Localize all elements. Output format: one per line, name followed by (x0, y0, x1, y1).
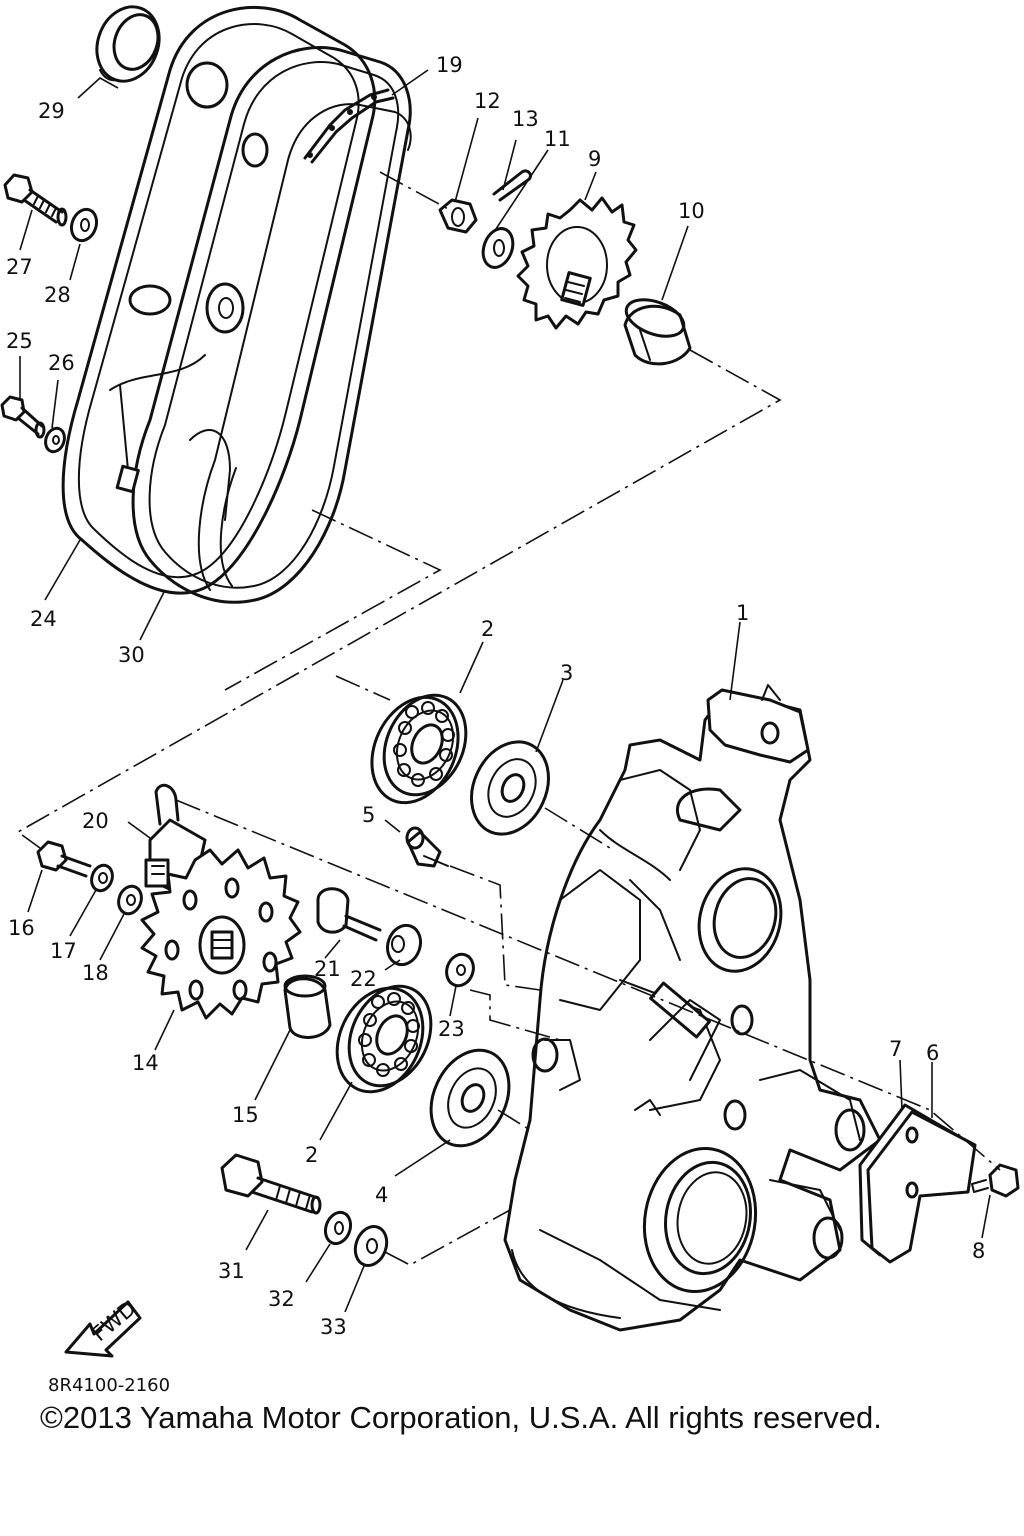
part-11-washer (481, 227, 515, 269)
part-17-lock-washer (90, 863, 114, 893)
callout-11: 11 (544, 127, 571, 151)
part-5-fitting (405, 826, 449, 868)
part-4-oil-seal (429, 1048, 511, 1148)
part-10-bushing (623, 298, 692, 366)
part-19-master-link (303, 88, 395, 164)
callout-29: 29 (38, 99, 65, 123)
callout-31: 31 (218, 1259, 245, 1283)
callout-21: 21 (314, 957, 341, 981)
part-31-bolt (220, 1153, 322, 1215)
part-3-oil-seal (470, 740, 550, 836)
leader-lines (19, 69, 991, 1313)
callout-8: 8 (972, 1239, 985, 1263)
assembly-lines (16, 171, 1001, 1266)
part-16-bolt (36, 840, 92, 878)
diagram-reference-code: 8R4100-2160 (48, 1375, 171, 1396)
callout-10: 10 (678, 199, 705, 223)
callout-16: 16 (8, 916, 35, 940)
callout-14: 14 (132, 1051, 159, 1075)
part-30-chaincase-cover (109, 46, 412, 604)
copyright-notice: ©2013 Yamaha Motor Corporation, U.S.A. A… (40, 1400, 882, 1435)
callout-20: 20 (82, 809, 109, 833)
part-22-collar (385, 923, 423, 967)
part-15-collar (283, 974, 332, 1039)
part-9-sprocket (516, 196, 638, 330)
callout-28: 28 (44, 283, 71, 307)
part-32-lock-washer (323, 1210, 353, 1246)
callout-30: 30 (118, 643, 145, 667)
callout-22: 22 (350, 967, 377, 991)
part-29-oil-seal (95, 5, 161, 83)
part-33-washer (353, 1225, 389, 1267)
callout-2-lower: 2 (305, 1143, 318, 1167)
callout-26: 26 (48, 351, 75, 375)
callout-19: 19 (436, 53, 463, 77)
callout-13: 13 (512, 107, 539, 131)
callout-18: 18 (82, 961, 109, 985)
callout-5: 5 (362, 803, 375, 827)
callout-33: 33 (320, 1315, 347, 1339)
callout-32: 32 (268, 1287, 295, 1311)
part-27-bolt (3, 173, 68, 227)
callout-24: 24 (30, 607, 57, 631)
part-23-washer (445, 952, 475, 988)
callout-12: 12 (474, 89, 501, 113)
callout-3: 3 (560, 661, 573, 685)
callout-6: 6 (926, 1041, 939, 1065)
part-26-washer (44, 426, 66, 454)
callout-17: 17 (50, 939, 77, 963)
part-24-cover-gasket (61, 6, 377, 595)
part-25-bolt (0, 395, 46, 439)
part-8-screw (971, 1163, 1020, 1198)
part-18-washer (117, 884, 143, 916)
callout-15: 15 (232, 1103, 259, 1127)
callout-4: 4 (375, 1183, 388, 1207)
callout-7: 7 (889, 1037, 902, 1061)
callout-27: 27 (6, 255, 33, 279)
part-2-bearing-lower (335, 984, 433, 1094)
part-21-bolt (316, 887, 382, 942)
part-28-washer (69, 207, 99, 243)
callout-labels: 1 2 2 3 4 5 6 7 8 9 10 11 12 13 14 15 16… (6, 53, 985, 1339)
callout-2-upper: 2 (481, 617, 494, 641)
part-6-plate (866, 1110, 977, 1264)
part-1-chaincase-housing (503, 684, 882, 1332)
callout-1: 1 (736, 601, 749, 625)
fwd-arrow-icon: FWD (64, 1296, 142, 1358)
part-12-nut (438, 198, 478, 234)
callout-25: 25 (6, 329, 33, 353)
part-14-sprocket (140, 848, 302, 1020)
part-2-bearing-upper (370, 693, 468, 805)
callout-9: 9 (588, 147, 601, 171)
callout-23: 23 (438, 1017, 465, 1041)
